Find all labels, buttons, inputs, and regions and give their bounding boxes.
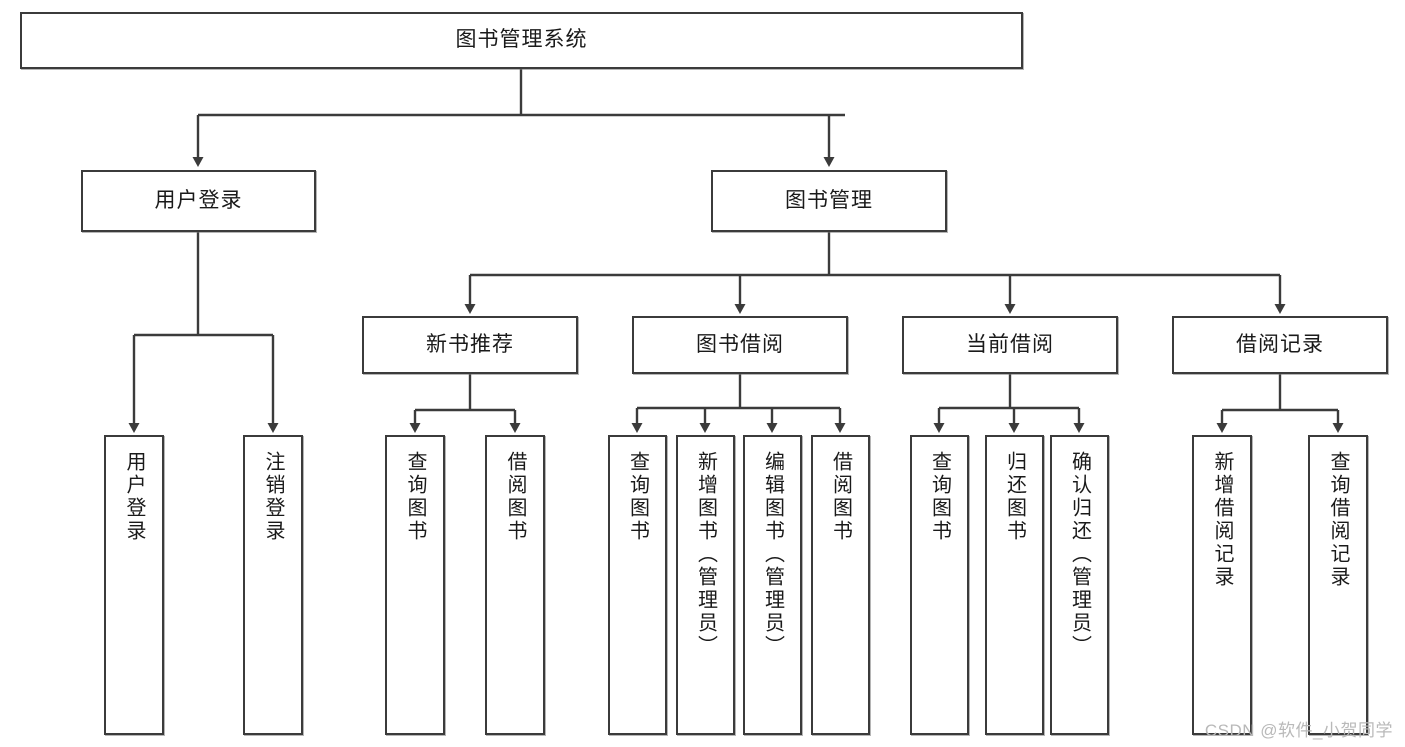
node-label: 编辑图书（管理员） xyxy=(761,451,784,658)
node-leaf-borrow-book[interactable]: 借阅图书 xyxy=(811,435,870,735)
node-label: 确认归还（管理员） xyxy=(1068,451,1091,658)
node-book-borrow[interactable]: 图书借阅 xyxy=(632,316,848,374)
node-label: 查询图书 xyxy=(626,451,649,543)
node-label: 借阅图书 xyxy=(504,451,526,543)
node-label: 注销登录 xyxy=(262,451,284,543)
node-leaf-query-book-borrow[interactable]: 查询图书 xyxy=(608,435,667,735)
node-label: 图书借阅 xyxy=(696,332,784,356)
node-user-login[interactable]: 用户登录 xyxy=(81,170,316,232)
node-leaf-query-book-current[interactable]: 查询图书 xyxy=(910,435,969,735)
node-book-management[interactable]: 图书管理 xyxy=(711,170,947,232)
node-leaf-confirm-return[interactable]: 确认归还（管理员） xyxy=(1050,435,1109,735)
node-label: 用户登录 xyxy=(123,451,145,543)
node-label: 查询图书 xyxy=(928,451,951,543)
node-label: 新增借阅记录 xyxy=(1211,451,1233,589)
node-current-borrow[interactable]: 当前借阅 xyxy=(902,316,1118,374)
node-leaf-query-borrow-record[interactable]: 查询借阅记录 xyxy=(1308,435,1368,735)
node-leaf-query-book-recommend[interactable]: 查询图书 xyxy=(385,435,445,735)
node-label: 借阅记录 xyxy=(1236,332,1324,356)
node-root-system[interactable]: 图书管理系统 xyxy=(20,12,1023,69)
node-leaf-user-logout[interactable]: 注销登录 xyxy=(243,435,303,735)
node-leaf-add-book[interactable]: 新增图书（管理员） xyxy=(676,435,735,735)
node-leaf-user-login[interactable]: 用户登录 xyxy=(104,435,164,735)
node-borrow-record[interactable]: 借阅记录 xyxy=(1172,316,1388,374)
csdn-watermark: CSDN @软件_小贺同学 xyxy=(1204,721,1393,740)
node-label: 新书推荐 xyxy=(426,332,514,356)
node-label: 归还图书 xyxy=(1003,451,1026,543)
node-label: 图书管理系统 xyxy=(455,28,588,52)
node-new-book-recommend[interactable]: 新书推荐 xyxy=(362,316,578,374)
node-label: 当前借阅 xyxy=(966,332,1054,356)
node-label: 新增图书（管理员） xyxy=(694,451,717,658)
node-label: 借阅图书 xyxy=(829,451,852,543)
node-label: 查询图书 xyxy=(404,451,426,543)
node-label: 用户登录 xyxy=(154,188,243,212)
node-leaf-edit-book[interactable]: 编辑图书（管理员） xyxy=(743,435,802,735)
node-label: 查询借阅记录 xyxy=(1327,451,1349,589)
node-leaf-return-book[interactable]: 归还图书 xyxy=(985,435,1044,735)
node-leaf-borrow-book-recommend[interactable]: 借阅图书 xyxy=(485,435,545,735)
node-label: 图书管理 xyxy=(785,188,873,212)
node-leaf-add-borrow-record[interactable]: 新增借阅记录 xyxy=(1192,435,1252,735)
